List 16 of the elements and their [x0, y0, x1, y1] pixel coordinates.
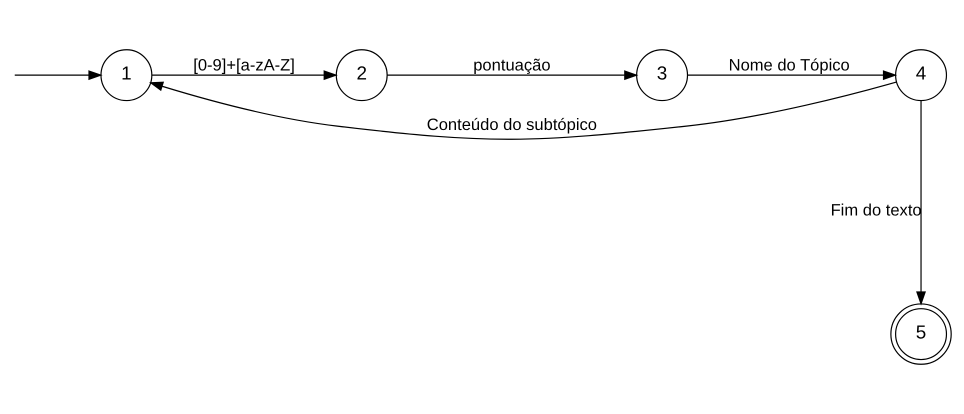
edge-label: Conteúdo do subtópico	[426, 114, 596, 134]
node-circle: 1	[100, 49, 152, 102]
arrow	[386, 70, 638, 80]
node-circle: 3	[636, 49, 688, 102]
edge-label: Nome do Tópico	[728, 56, 850, 75]
node-circle: 2	[335, 49, 388, 102]
arrow	[148, 82, 896, 140]
arrow	[14, 70, 102, 80]
arrow	[152, 70, 338, 80]
edge-label: [0-9]+[a-zA-Z]	[192, 56, 294, 75]
arrow	[916, 100, 926, 306]
edge-label: pontuação	[472, 56, 550, 75]
arrow	[687, 70, 897, 80]
node-circle: 5	[890, 303, 952, 365]
edge-label: Fim do texto	[830, 200, 922, 220]
node-circle: 4	[894, 49, 947, 102]
